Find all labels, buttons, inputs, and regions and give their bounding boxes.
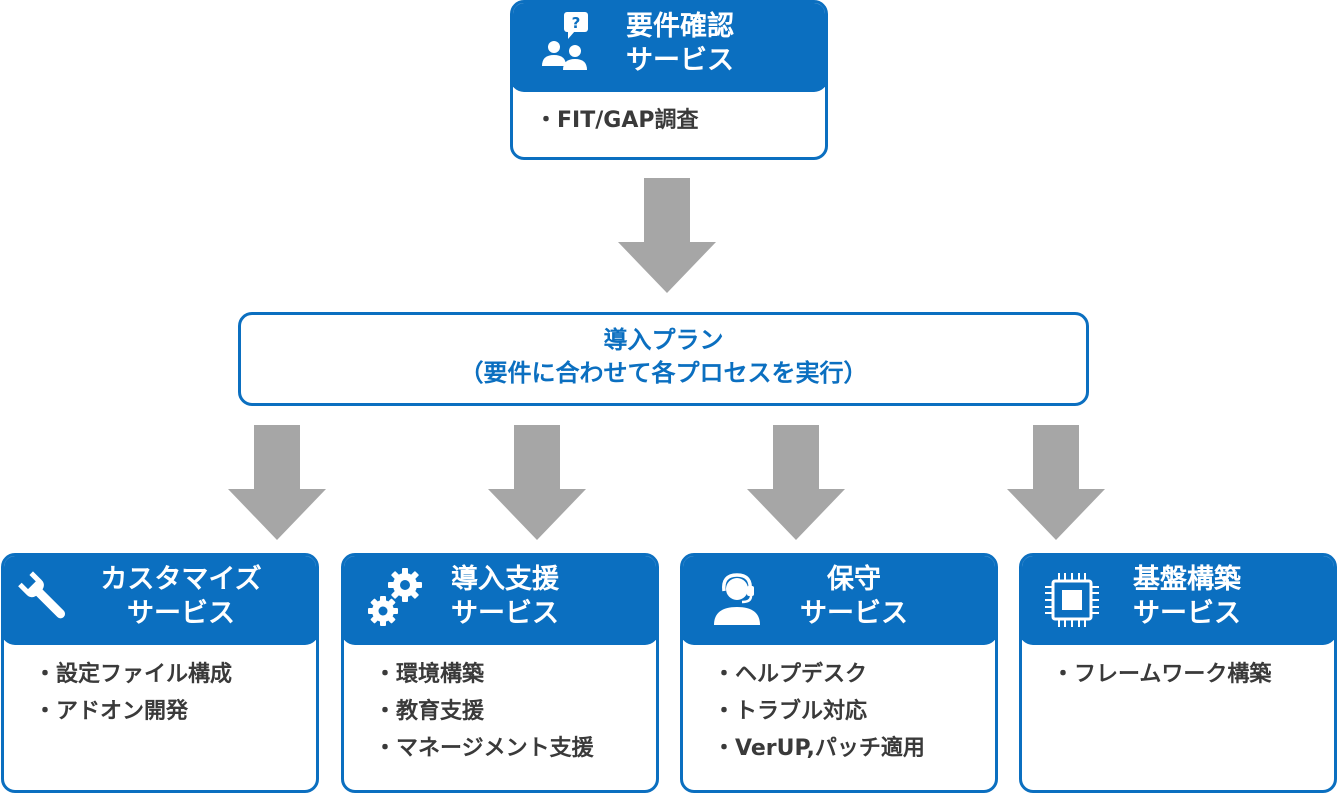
card-header: 保守 サービス [683,556,995,645]
card-header: ? 要件確認 サービス [513,3,825,92]
svg-text:?: ? [572,14,581,32]
card-title-line2: サービス [451,598,559,629]
card-title: 保守 サービス [794,563,914,631]
down-arrow [747,425,845,540]
plan-subtitle: （要件に合わせて各プロセスを実行） [459,359,868,387]
card-title-line2: サービス [1133,598,1241,629]
list-item: 設定ファイル構成 [34,656,232,693]
list-item: マネージメント支援 [374,730,594,767]
card-header: 導入支援 サービス [344,556,656,645]
down-arrow [618,178,716,293]
list-item: FIT/GAP調査 [535,102,698,139]
card-title: カスタマイズ サービス [87,563,275,631]
gears-icon [365,565,429,635]
list-item: 教育支援 [374,693,594,730]
card-item-list: 設定ファイル構成 アドオン開発 [34,656,232,730]
plan-title: 導入プラン [603,326,724,354]
card-title: 導入支援 サービス [451,563,559,631]
card-title-line1: カスタマイズ [100,564,262,595]
card-item-list: ヘルプデスク トラブル対応 VerUP,パッチ適用 [713,656,925,767]
down-arrow [228,425,326,540]
card-header: カスタマイズ サービス [4,556,316,645]
list-item: トラブル対応 [713,693,925,730]
plan-box: 導入プラン （要件に合わせて各プロセスを実行） [238,312,1089,406]
card-header: 基盤構築 サービス [1022,556,1334,645]
service-card-requirements: ? 要件確認 サービス FIT/GAP調査 [510,0,828,160]
list-item: ヘルプデスク [713,656,925,693]
card-item-list: フレームワーク構築 [1052,656,1271,693]
down-arrow [488,425,586,540]
down-arrow [1007,425,1105,540]
card-title: 要件確認 サービス [626,10,734,78]
card-title-line2: サービス [800,598,908,629]
list-item: 環境構築 [374,656,594,693]
service-card-customize: カスタマイズ サービス 設定ファイル構成 アドオン開発 [1,553,319,793]
card-title: 基盤構築 サービス [1133,563,1241,631]
service-card-deployment-support: 導入支援 サービス 環境構築 教育支援 マネージメント支援 [341,553,659,793]
service-card-infrastructure: 基盤構築 サービス フレームワーク構築 [1019,553,1337,793]
people-question-icon: ? [538,12,600,78]
list-item: フレームワーク構築 [1052,656,1271,693]
card-title-line2: サービス [127,598,235,629]
wrench-icon [13,567,77,635]
card-title-line1: 導入支援 [451,564,559,595]
card-item-list: FIT/GAP調査 [535,102,698,139]
headset-operator-icon [710,569,770,633]
card-title-line1: 保守 [827,564,881,595]
chip-icon [1045,573,1099,631]
card-item-list: 環境構築 教育支援 マネージメント支援 [374,656,594,767]
card-title-line1: 要件確認 [626,11,734,42]
card-title-line1: 基盤構築 [1133,564,1241,595]
card-title-line2: サービス [626,45,734,76]
list-item: アドオン開発 [34,693,232,730]
list-item: VerUP,パッチ適用 [713,730,925,767]
service-card-maintenance: 保守 サービス ヘルプデスク トラブル対応 VerUP,パッチ適用 [680,553,998,793]
